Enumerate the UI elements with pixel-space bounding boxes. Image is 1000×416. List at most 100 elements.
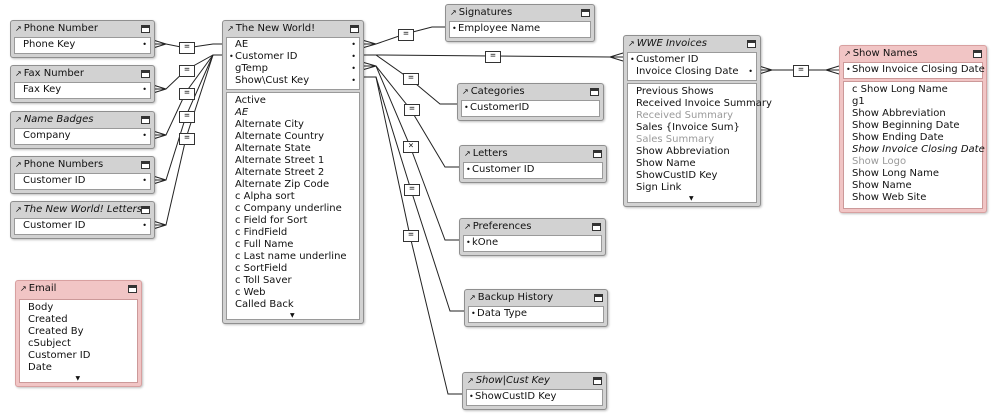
field-row[interactable]: Show Name	[636, 158, 696, 169]
field-row[interactable]: c SortField	[235, 263, 288, 274]
key-field[interactable]: •Customer ID•	[229, 51, 356, 62]
key-field[interactable]: Phone Key•	[23, 39, 147, 50]
relationship-equal-icon[interactable]: =	[179, 88, 195, 100]
collapse-icon[interactable]	[141, 25, 150, 33]
field-row[interactable]: Received Invoice Summary	[636, 98, 772, 109]
scroll-down-icon[interactable]: ▼	[75, 375, 81, 382]
collapse-icon[interactable]	[973, 50, 982, 58]
field-row[interactable]: Alternate Street 2	[235, 167, 325, 178]
field-row[interactable]: Show Logo	[852, 156, 907, 167]
table-signatures[interactable]: ↗Signatures •Employee Name	[445, 4, 595, 42]
field-row[interactable]: Show Abbreviation	[852, 108, 946, 119]
relationship-equal-icon[interactable]: =	[485, 51, 501, 63]
field-row[interactable]: c Show Long Name	[852, 84, 948, 95]
key-field[interactable]: •ShowCustID Key	[469, 391, 557, 402]
field-row[interactable]: cSubject	[28, 338, 71, 349]
relationship-cartesian-icon[interactable]: ×	[403, 141, 419, 153]
table-fax-number[interactable]: ↗Fax Number Fax Key•	[10, 65, 155, 103]
field-row[interactable]: c Field for Sort	[235, 215, 308, 226]
key-field[interactable]: gTemp•	[235, 63, 356, 74]
field-row[interactable]: Show Abbreviation	[636, 146, 730, 157]
collapse-icon[interactable]	[141, 70, 150, 78]
field-row[interactable]: Previous Shows	[636, 86, 714, 97]
key-field[interactable]: •Employee Name	[452, 23, 541, 34]
field-row[interactable]: Created By	[28, 326, 84, 337]
field-row[interactable]: Sign Link	[636, 182, 682, 193]
table-name-badges[interactable]: ↗Name Badges Company•	[10, 111, 155, 149]
table-header[interactable]: ↗The New World! Letters	[11, 202, 154, 218]
table-header[interactable]: ↗Preferences	[460, 219, 605, 235]
collapse-icon[interactable]	[594, 294, 603, 302]
table-show-names[interactable]: ↗Show Names •Show Invoice Closing Date c…	[839, 45, 987, 213]
field-row[interactable]: Body	[28, 302, 54, 313]
relationship-equal-icon[interactable]: =	[179, 111, 195, 123]
field-row[interactable]: Sales Summary	[636, 134, 715, 145]
field-row[interactable]: Alternate City	[235, 119, 304, 130]
table-header[interactable]: ↗Show Names	[840, 46, 986, 62]
field-row[interactable]: Active	[235, 95, 266, 106]
relationship-equal-icon[interactable]: =	[404, 104, 420, 116]
field-row[interactable]: Show Web Site	[852, 192, 927, 203]
relationship-equal-icon[interactable]: =	[179, 65, 195, 77]
relationship-equal-icon[interactable]: =	[403, 73, 419, 85]
relationship-equal-icon[interactable]: =	[179, 42, 195, 54]
key-field[interactable]: Customer ID•	[23, 175, 147, 186]
table-header[interactable]: ↗Phone Numbers	[11, 157, 154, 173]
table-new-world[interactable]: ↗The New World! AE• •Customer ID• gTemp•…	[222, 20, 364, 324]
relationship-equal-icon[interactable]: =	[179, 133, 195, 145]
key-field[interactable]: •CustomerID	[464, 102, 530, 113]
table-backup-history[interactable]: ↗Backup History •Data Type	[464, 289, 608, 327]
field-row[interactable]: c Web	[235, 287, 266, 298]
table-header[interactable]: ↗The New World!	[223, 21, 363, 37]
field-row[interactable]: Show Ending Date	[852, 132, 944, 143]
table-new-world-letters[interactable]: ↗The New World! Letters Customer ID•	[10, 201, 155, 239]
field-list[interactable]: Previous Shows Received Invoice Summary …	[627, 83, 772, 203]
key-field[interactable]: •Data Type	[471, 308, 528, 319]
field-row[interactable]: Sales {Invoice Sum}	[636, 122, 740, 133]
field-list[interactable]: Body Created Created By cSubject Custome…	[19, 299, 138, 383]
table-letters[interactable]: ↗Letters •Customer ID	[459, 145, 607, 183]
table-header[interactable]: ↗Categories	[458, 84, 603, 100]
table-header[interactable]: ↗Name Badges	[11, 112, 154, 128]
collapse-icon[interactable]	[593, 150, 602, 158]
collapse-icon[interactable]	[128, 285, 137, 293]
field-row[interactable]: c Company underline	[235, 203, 342, 214]
table-header[interactable]: ↗WWE Invoices	[624, 36, 760, 52]
field-row[interactable]: Date	[28, 362, 52, 373]
key-field[interactable]: •Show Invoice Closing Date	[846, 64, 985, 75]
field-row[interactable]: g1	[852, 96, 865, 107]
field-row[interactable]: Received Summary	[636, 110, 734, 121]
table-header[interactable]: ↗Backup History	[465, 290, 607, 306]
key-field[interactable]: Fax Key•	[23, 84, 147, 95]
field-row[interactable]: Alternate Country	[235, 131, 325, 142]
collapse-icon[interactable]	[590, 88, 599, 96]
table-wwe-invoices[interactable]: ↗WWE Invoices •Customer ID Invoice Closi…	[623, 35, 772, 207]
field-row[interactable]: c Alpha sort	[235, 191, 295, 202]
field-row[interactable]: Show Invoice Closing Date	[852, 144, 985, 155]
table-phone-number[interactable]: ↗Phone Number Phone Key•	[10, 20, 155, 58]
field-row[interactable]: ShowCustID Key	[636, 170, 718, 181]
field-row[interactable]: Customer ID	[28, 350, 91, 361]
relationship-equal-icon[interactable]: =	[793, 65, 809, 77]
field-row[interactable]: Show Beginning Date	[852, 120, 960, 131]
table-header[interactable]: ↗Fax Number	[11, 66, 154, 82]
table-phone-numbers[interactable]: ↗Phone Numbers Customer ID•	[10, 156, 155, 194]
key-field[interactable]: Invoice Closing Date•	[636, 66, 753, 77]
collapse-icon[interactable]	[592, 223, 601, 231]
collapse-icon[interactable]	[581, 9, 590, 17]
table-header[interactable]: ↗Phone Number	[11, 21, 154, 37]
table-header[interactable]: ↗Show|Cust Key	[463, 373, 606, 389]
relationship-equal-icon[interactable]: =	[404, 184, 420, 196]
field-row[interactable]: Created	[28, 314, 68, 325]
key-field[interactable]: Customer ID•	[23, 220, 147, 231]
field-row[interactable]: c Toll Saver	[235, 275, 292, 286]
field-row[interactable]: Called Back	[235, 299, 294, 310]
collapse-icon[interactable]	[350, 25, 359, 33]
field-row[interactable]: c FindField	[235, 227, 288, 238]
key-field[interactable]: AE•	[235, 39, 356, 50]
table-categories[interactable]: ↗Categories •CustomerID	[457, 83, 604, 121]
field-row[interactable]: Show Long Name	[852, 168, 940, 179]
collapse-icon[interactable]	[747, 40, 756, 48]
scroll-down-icon[interactable]: ▼	[689, 195, 694, 202]
table-email[interactable]: ↗Email Body Created Created By cSubject …	[15, 280, 142, 387]
